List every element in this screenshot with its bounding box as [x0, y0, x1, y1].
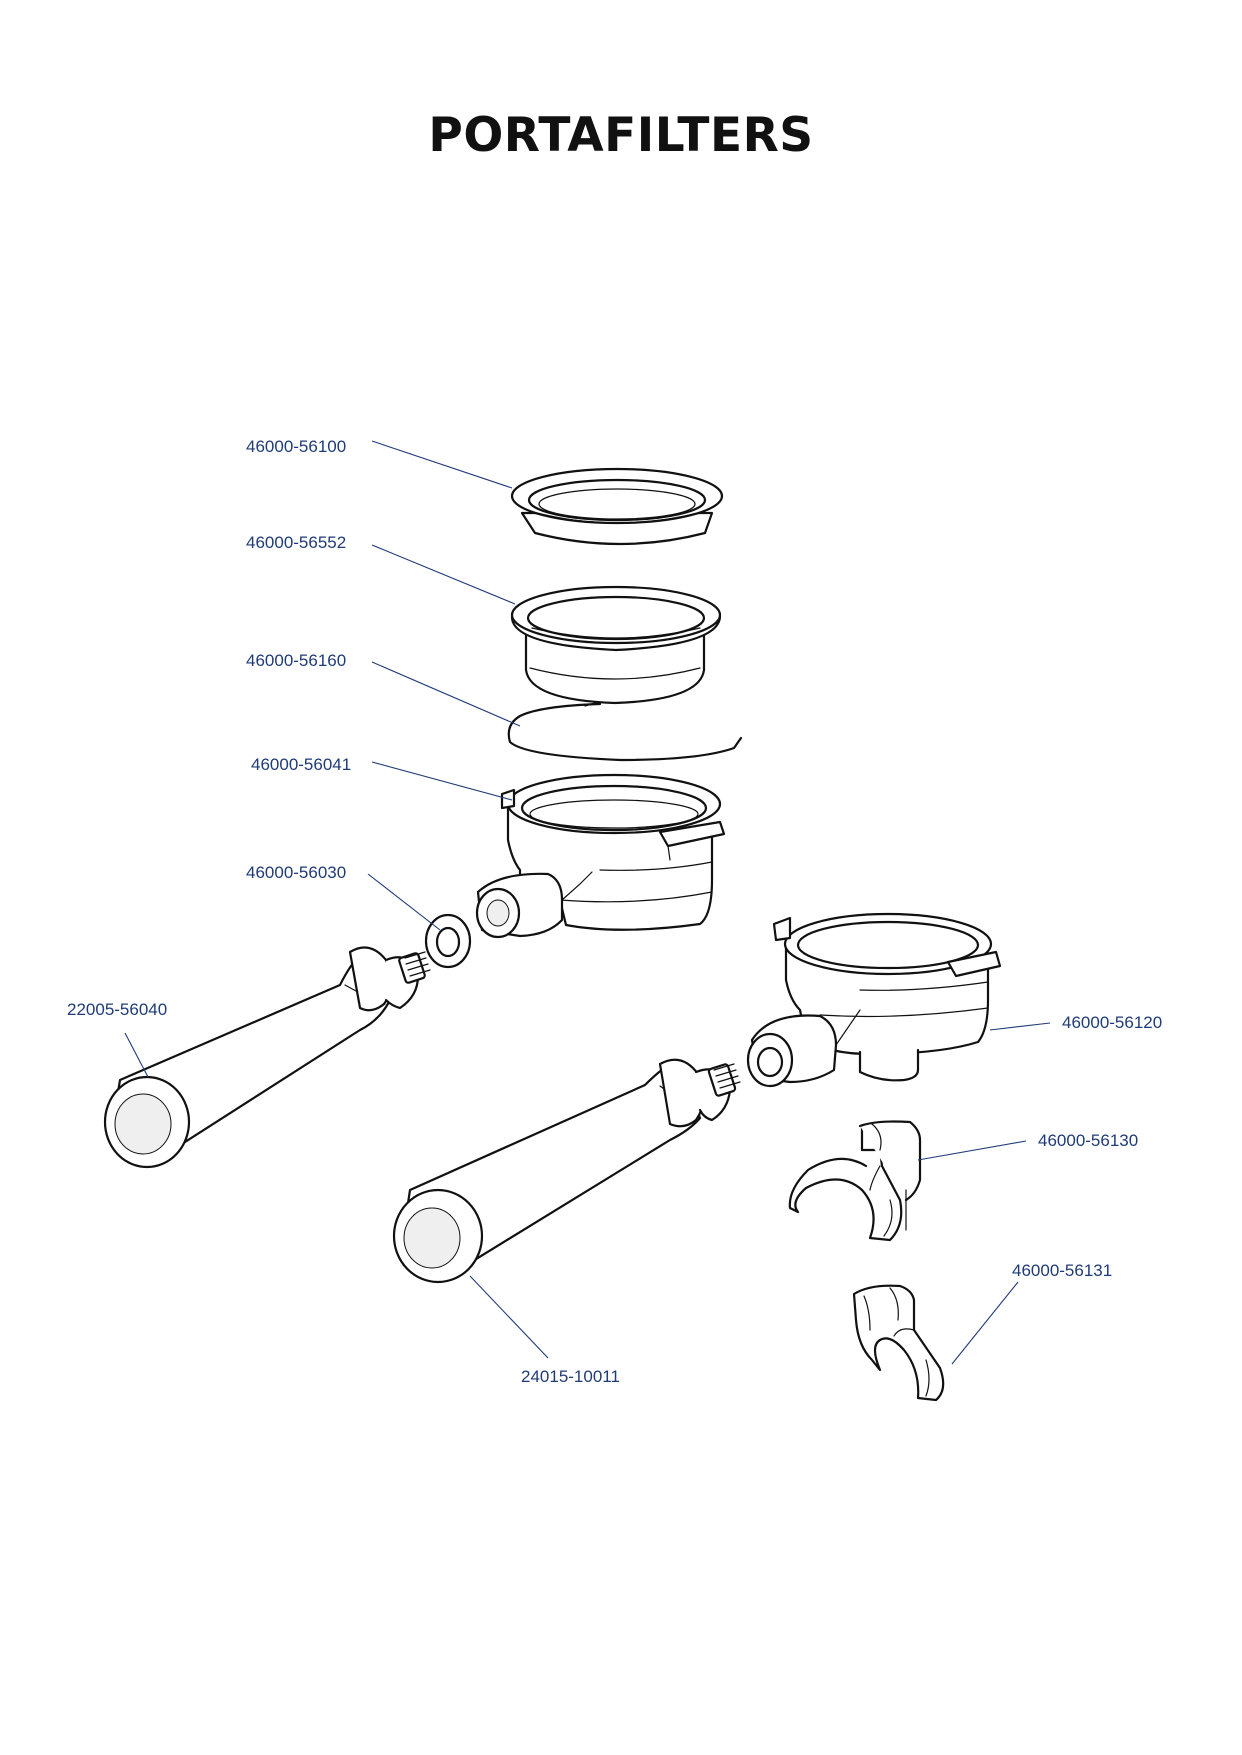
leader-46000-56130	[917, 1140, 1027, 1161]
leader-46000-56041	[371, 761, 513, 801]
leader-46000-56100	[371, 440, 513, 489]
leader-46000-56552	[371, 544, 516, 605]
leader-46000-56131	[951, 1281, 1019, 1365]
part-label-p8: 46000-56130	[1038, 1131, 1138, 1150]
part-label-p9: 46000-56131	[1012, 1261, 1112, 1280]
handle-22005-drawing	[103, 946, 431, 1169]
part-labels: 46000-56100 46000-56552 46000-56160 4600…	[67, 437, 1162, 1386]
portafilter-body-drawing	[475, 773, 726, 939]
part-label-p3: 46000-56160	[246, 651, 346, 670]
filter-basket-double-drawing	[510, 585, 722, 705]
double-spout-drawing	[788, 1120, 922, 1242]
leader-46000-56030	[367, 873, 441, 931]
single-spout-drawing	[852, 1284, 945, 1402]
part-label-p5: 46000-56030	[246, 863, 346, 882]
leader-22005-56040	[124, 1032, 149, 1078]
part-label-p6: 22005-56040	[67, 1000, 167, 1019]
washer-drawing	[424, 913, 472, 969]
part-label-p1: 46000-56100	[246, 437, 346, 456]
leader-46000-56120	[989, 1022, 1051, 1031]
part-label-p2: 46000-56552	[246, 533, 346, 552]
leader-24015-10011	[469, 1275, 549, 1359]
part-label-p10: 24015-10011	[521, 1367, 620, 1386]
part-label-p4: 46000-56041	[251, 755, 351, 774]
leader-46000-56160	[371, 661, 521, 727]
leader-lines	[124, 440, 1051, 1365]
spring-clip-drawing	[507, 701, 743, 762]
portafilter-single-drawing	[746, 912, 1002, 1088]
handle-24015-drawing	[392, 1058, 741, 1284]
part-label-p7: 46000-56120	[1062, 1013, 1162, 1032]
filter-basket-small-drawing	[510, 467, 724, 546]
page-title: PORTAFILTERS	[428, 108, 814, 163]
